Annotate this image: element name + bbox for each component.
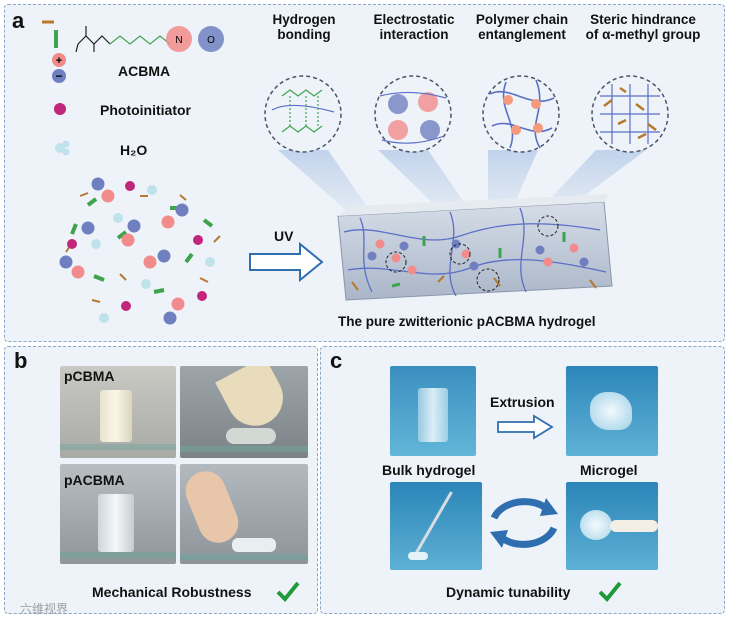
mechanism-hydrogen-bonding-title: Hydrogen bonding [256,12,352,42]
mechanism-electrostatic-title: Electrostatic interaction [362,12,466,42]
bulk-hydrogel-label: Bulk hydrogel [382,462,476,478]
bulk-hydrogel-photo [390,366,476,456]
hydrogel-block [337,194,613,301]
svg-text:N: N [175,35,182,46]
pcbma-pressed-photo [180,366,308,458]
dynamic-tunability-caption: Dynamic tunability [446,584,571,600]
microgel-photo [566,366,658,456]
panel-c-label: c [330,348,343,373]
watermark: 六维视界 [20,602,69,616]
pacbma-label: pACBMA [64,472,125,488]
monomer-icon: + − [42,20,66,83]
syringe-extrusion-photo [390,482,482,570]
mechanism-line: interaction [379,27,449,42]
check-icon [276,581,300,602]
mechanism-line: Polymer chain [475,12,569,27]
photoinitiator-icon [54,103,66,115]
microgel-reformed-photo [566,482,658,570]
pcbma-label: pCBMA [64,368,115,384]
mechanism-line: entanglement [478,27,566,42]
photoinitiator-label: Photoinitiator [100,102,191,118]
pacbma-vial-photo [60,464,176,564]
svg-text:−: − [55,69,62,83]
svg-text:+: + [56,55,62,67]
electrostatic-detail [379,91,447,144]
mechanical-robustness-caption: Mechanical Robustness [92,584,252,600]
panel-b-label: b [14,348,28,373]
hydrogel-caption: The pure zwitterionic pACBMA hydrogel [338,314,596,329]
acbma-structure [75,26,171,53]
panel-c-frame [320,346,725,614]
monomer-mixture [59,177,221,325]
mechanism-entanglement-title: Polymer chain entanglement [466,12,578,42]
panel-a-graphics: + − N O [42,20,669,325]
water-icon [55,140,70,156]
uv-arrow [249,241,324,283]
uv-label: UV [274,228,294,244]
microgel-label: Microgel [580,462,638,478]
pacbma-pressed-photo [180,464,308,564]
monomer-name: ACBMA [118,63,171,79]
steric-detail [600,84,660,144]
extrusion-label: Extrusion [490,394,555,410]
mechanism-steric-title: Steric hindrance of α-methyl group [578,12,708,42]
mechanism-line: Electrostatic [373,12,455,27]
svg-text:O: O [207,35,215,46]
hydrogen-bonding-detail [271,89,335,133]
cycle-arrows-icon [490,498,558,548]
pcbma-vial-photo [60,366,176,458]
mechanism-line: Hydrogen [272,12,336,27]
entanglement-detail [489,79,555,149]
panel-a-label: a [12,8,25,33]
mechanism-line: Steric hindrance [590,12,696,27]
extrusion-arrow [497,414,554,440]
check-icon [598,581,622,602]
mechanism-line: bonding [277,27,331,42]
water-label: H₂O [120,142,148,158]
mechanism-line: of α-methyl group [585,27,701,42]
